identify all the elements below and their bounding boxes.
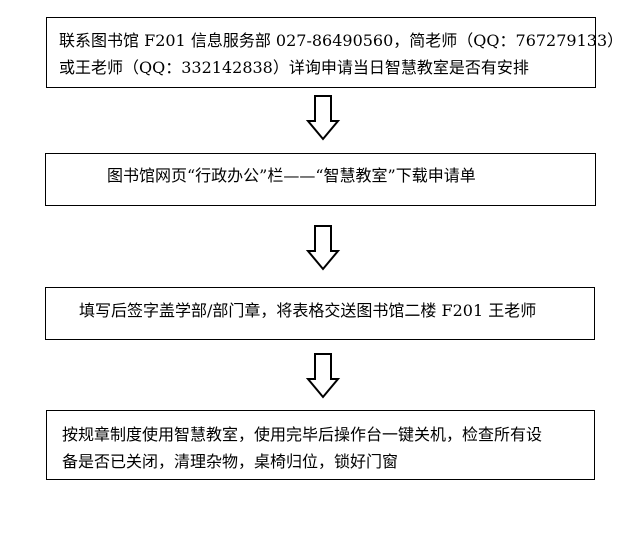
step-2-box: 图书馆网页“行政办公”栏——“智慧教室”下载申请单 (45, 153, 596, 206)
step-3-line-1: 填写后签字盖学部/部门章，将表格交送图书馆二楼 F201 王老师 (79, 301, 537, 320)
step-1-line-2: 或王老师（QQ：332142838）详询申请当日智慧教室是否有安排 (59, 58, 529, 77)
step-3-box: 填写后签字盖学部/部门章，将表格交送图书馆二楼 F201 王老师 (45, 287, 595, 340)
step-2-line-1: 图书馆网页“行政办公”栏——“智慧教室”下载申请单 (107, 166, 476, 185)
step-1-box: 联系图书馆 F201 信息服务部 027-86490560，简老师（QQ：767… (46, 17, 624, 88)
down-arrow-icon (305, 225, 341, 271)
down-arrow-icon (305, 95, 341, 141)
step-4-line-2: 备是否已关闭，清理杂物，桌椅归位，锁好门窗 (62, 452, 399, 471)
step-4-box: 按规章制度使用智慧教室，使用完毕后操作台一键关机，检查所有设 备是否已关闭，清理… (46, 410, 595, 480)
step-4-line-1: 按规章制度使用智慧教室，使用完毕后操作台一键关机，检查所有设 (62, 425, 543, 444)
down-arrow-icon (305, 353, 341, 399)
step-1-line-1: 联系图书馆 F201 信息服务部 027-86490560，简老师（QQ：767… (59, 31, 624, 50)
